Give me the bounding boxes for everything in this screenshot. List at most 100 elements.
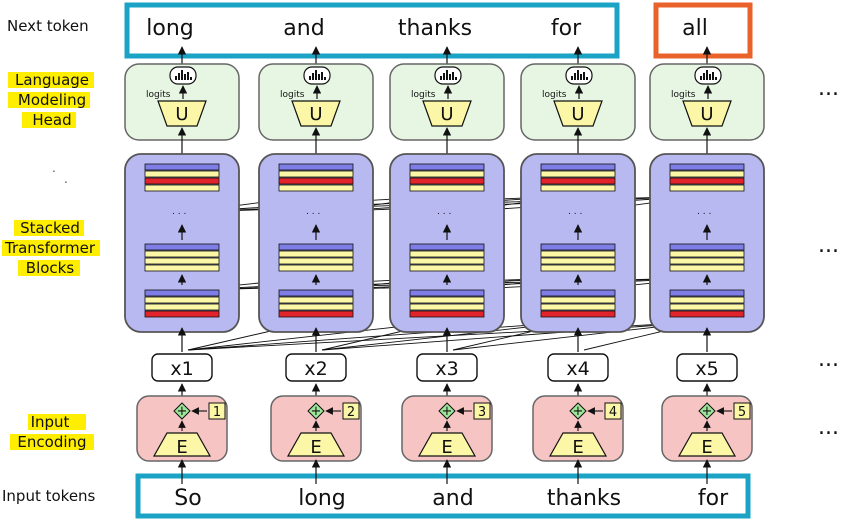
layer-sublayer xyxy=(540,257,616,265)
layer-sublayer xyxy=(409,250,485,258)
unembedding-block xyxy=(291,100,341,127)
ellipsis-encoding: ... xyxy=(818,415,839,440)
layer-sublayer xyxy=(669,289,745,297)
add-icon xyxy=(698,402,716,420)
histogram-bar-icon xyxy=(440,76,442,80)
position-box xyxy=(604,402,622,420)
attention-arrow xyxy=(321,319,702,351)
histogram-bar-icon xyxy=(580,74,582,80)
position-index: 4 xyxy=(609,405,617,420)
unembedding-label: U xyxy=(175,104,188,125)
layer-sublayer xyxy=(540,184,616,192)
input-encoding-line2: Encoding xyxy=(17,433,86,451)
stacked-label-line1: Stacked xyxy=(20,219,80,237)
next-token-word: and xyxy=(283,16,324,41)
layer-sublayer xyxy=(144,163,220,171)
layer-sublayer xyxy=(540,243,616,251)
histogram-bar-icon xyxy=(312,73,314,80)
layer-sublayer xyxy=(409,257,485,265)
layer-sublayer xyxy=(144,264,220,272)
layer-sublayer xyxy=(409,163,485,171)
layer-sublayer xyxy=(144,250,220,258)
histogram-bar-icon xyxy=(700,76,702,80)
histogram-bar-icon xyxy=(315,70,317,80)
stacked-label-line3: Blocks xyxy=(26,259,75,277)
ellipsis-head: ... xyxy=(818,76,839,101)
layer-sublayer xyxy=(540,289,616,297)
histogram-bar-icon xyxy=(175,76,177,80)
embedding-label: E xyxy=(441,437,452,458)
layer-sublayer xyxy=(669,257,745,265)
ellipsis-blocks: ... xyxy=(818,233,839,258)
decorative-dot: . xyxy=(64,172,68,186)
embedding-label: E xyxy=(572,437,583,458)
layer-sublayer xyxy=(540,250,616,258)
input-token-word: long xyxy=(298,486,345,511)
embedding-vector-box xyxy=(547,353,609,382)
layer-sublayer xyxy=(540,310,616,318)
layer-sublayer xyxy=(540,170,616,178)
layer-sublayer xyxy=(144,289,220,297)
input-token-word: and xyxy=(432,486,473,511)
layer-sublayer xyxy=(669,296,745,304)
histogram-bar-icon xyxy=(574,73,576,80)
transformer-layer xyxy=(669,289,745,318)
layer-sublayer xyxy=(540,296,616,304)
decorative-dot: . xyxy=(52,161,56,175)
attention-arrow xyxy=(187,319,573,351)
unembedding-label: U xyxy=(700,104,713,125)
unembedding-label: U xyxy=(571,104,584,125)
add-icon xyxy=(307,402,325,420)
transformer-layer xyxy=(409,243,485,272)
input-token-word: for xyxy=(698,486,729,511)
layer-sublayer xyxy=(669,177,745,185)
embedding-vector-label: x5 xyxy=(695,358,718,380)
histogram-bar-icon xyxy=(318,74,320,80)
add-symbol: + xyxy=(442,404,453,419)
histogram-bar-icon xyxy=(571,76,573,80)
embedding-vector-box xyxy=(416,353,478,382)
position-index: 3 xyxy=(478,405,486,420)
layer-sublayer xyxy=(144,257,220,265)
add-icon xyxy=(569,402,587,420)
transformer-layer xyxy=(540,163,616,192)
next-token-frame xyxy=(124,2,620,59)
layer-sublayer xyxy=(144,177,220,185)
lm-head-label: Language Modeling Head xyxy=(8,71,94,129)
stacked-label-line2: Transformer xyxy=(4,239,96,257)
embedding-block xyxy=(417,432,477,457)
input-tokens-label: Input tokens xyxy=(2,487,96,505)
layer-sublayer xyxy=(278,184,354,192)
layer-sublayer xyxy=(144,310,220,318)
embedding-vector-box xyxy=(285,353,347,382)
histogram-bar-icon xyxy=(178,73,180,80)
attention-arrow xyxy=(321,193,702,213)
histogram-bar-icon xyxy=(190,77,192,80)
embedding-vector-box xyxy=(676,353,738,382)
layer-sublayer xyxy=(409,310,485,318)
transformer-layer xyxy=(669,243,745,272)
histogram-bar-icon xyxy=(586,77,588,80)
layer-sublayer xyxy=(278,250,354,258)
input-encoding-label: Input Encoding xyxy=(10,413,94,451)
transformer-layer xyxy=(144,163,220,192)
next-token-word: thanks xyxy=(398,16,472,41)
transformer-layer xyxy=(540,289,616,318)
layer-sublayer xyxy=(409,177,485,185)
input-tokens-frame xyxy=(135,473,751,519)
position-index: 1 xyxy=(213,405,221,420)
next-token-label: Next token xyxy=(7,17,89,35)
histogram-bar-icon xyxy=(703,73,705,80)
layer-sublayer xyxy=(278,264,354,272)
histogram-bar-icon xyxy=(187,72,189,80)
layer-ellipsis: . . . xyxy=(306,207,320,217)
layer-ellipsis: . . . xyxy=(568,207,582,217)
attention-arrow xyxy=(321,275,702,291)
layer-sublayer xyxy=(278,296,354,304)
lm-head-label-line1: Language xyxy=(15,71,89,89)
logits-label: logits xyxy=(146,90,171,100)
